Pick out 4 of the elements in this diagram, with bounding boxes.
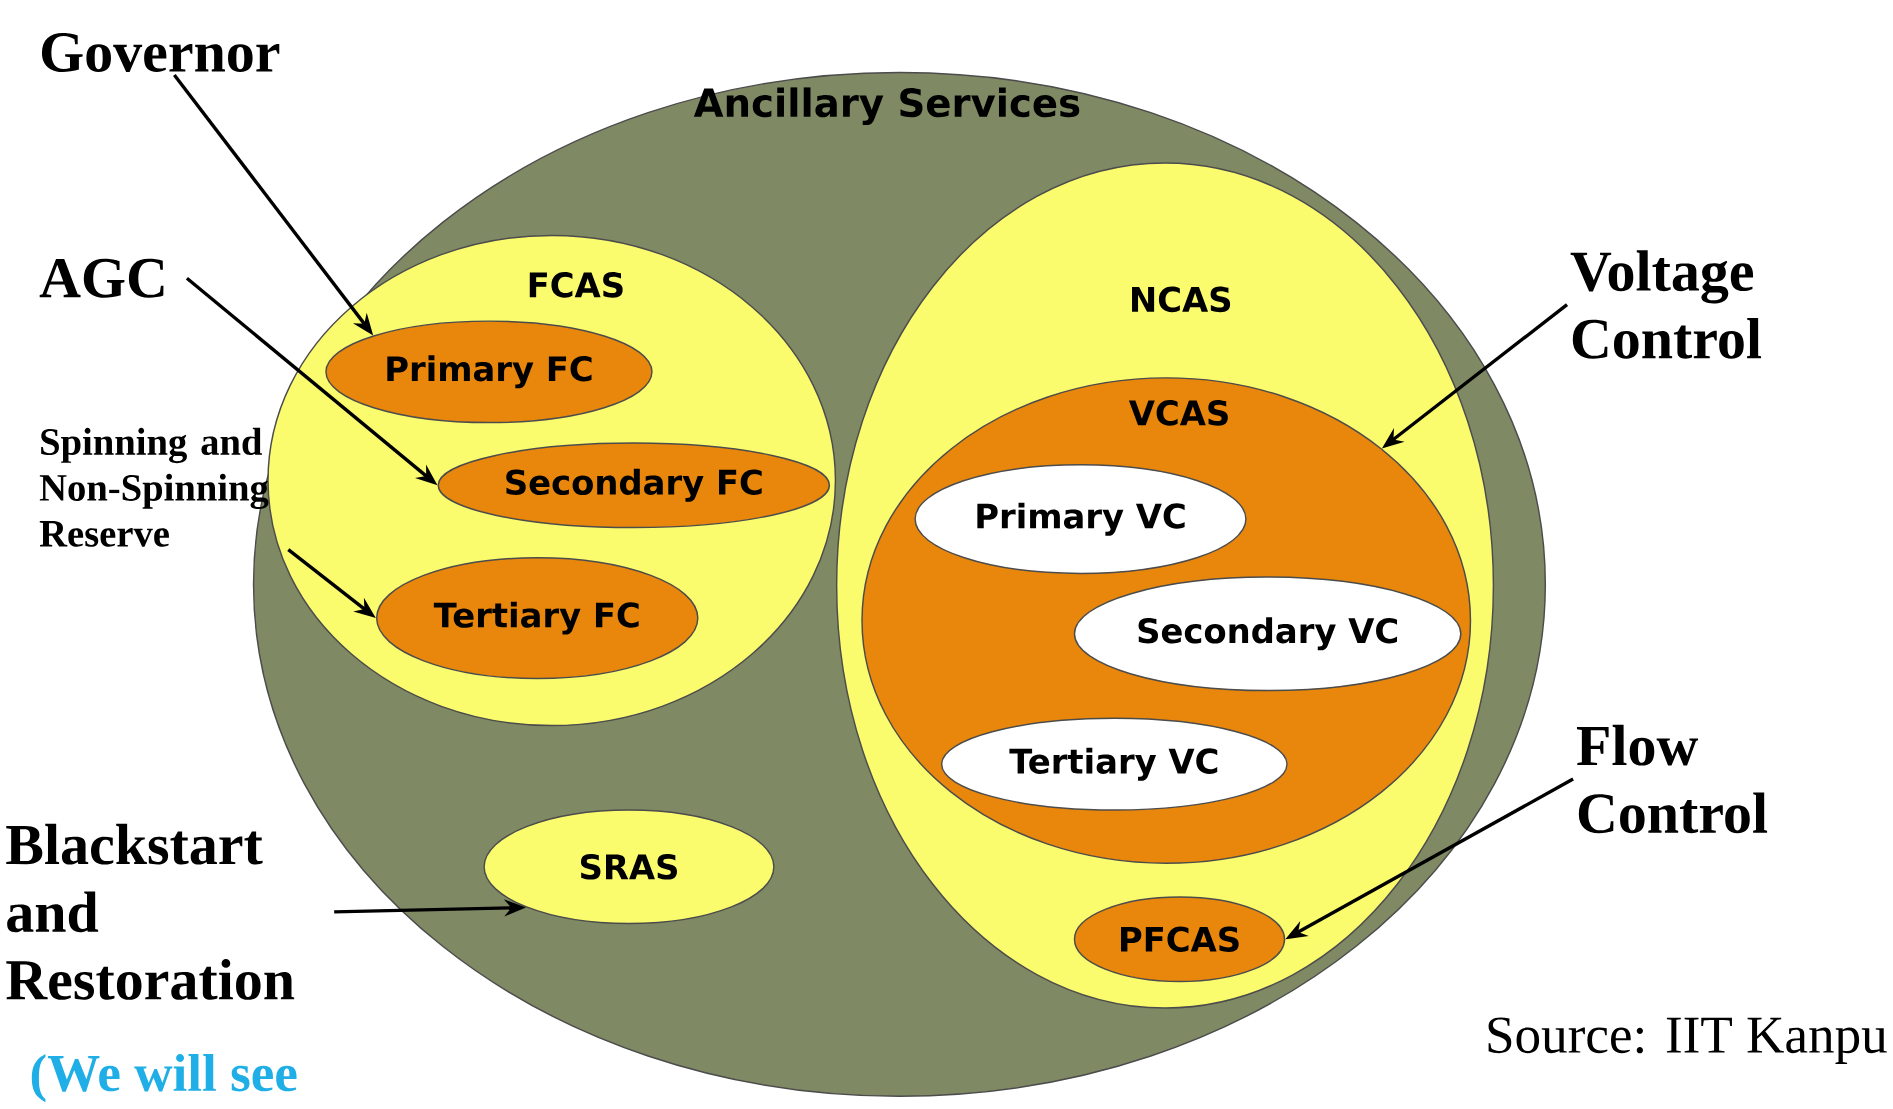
callout-text: Governor [41, 32, 280, 72]
callout-text: Voltage Control [1570, 250, 1762, 359]
callout-text: Flow Control [1576, 724, 1768, 833]
callout-text: AGC [39, 258, 164, 298]
